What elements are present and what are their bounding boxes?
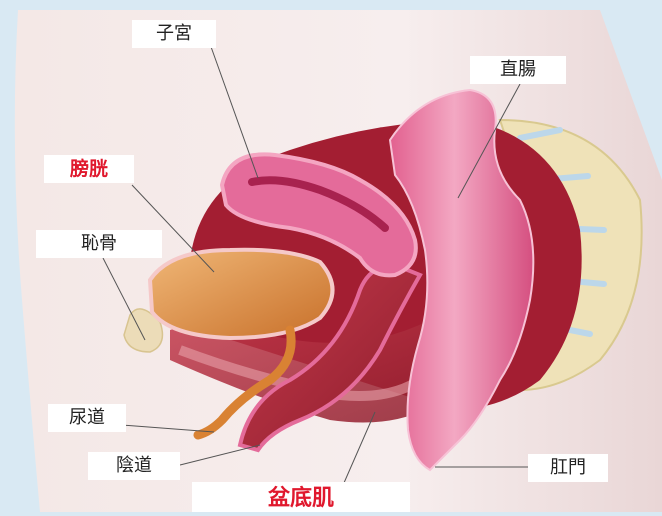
label-pelvic-floor: 盆底肌 [192,482,410,512]
label-urethra: 尿道 [48,404,126,432]
label-pubic-bone: 恥骨 [36,230,162,258]
label-vagina: 陰道 [88,452,180,480]
label-anus: 肛門 [528,454,608,482]
label-uterus: 子宮 [132,20,216,48]
bladder-shape [150,250,333,338]
label-bladder: 膀胱 [44,155,134,183]
label-rectum: 直腸 [470,56,566,84]
